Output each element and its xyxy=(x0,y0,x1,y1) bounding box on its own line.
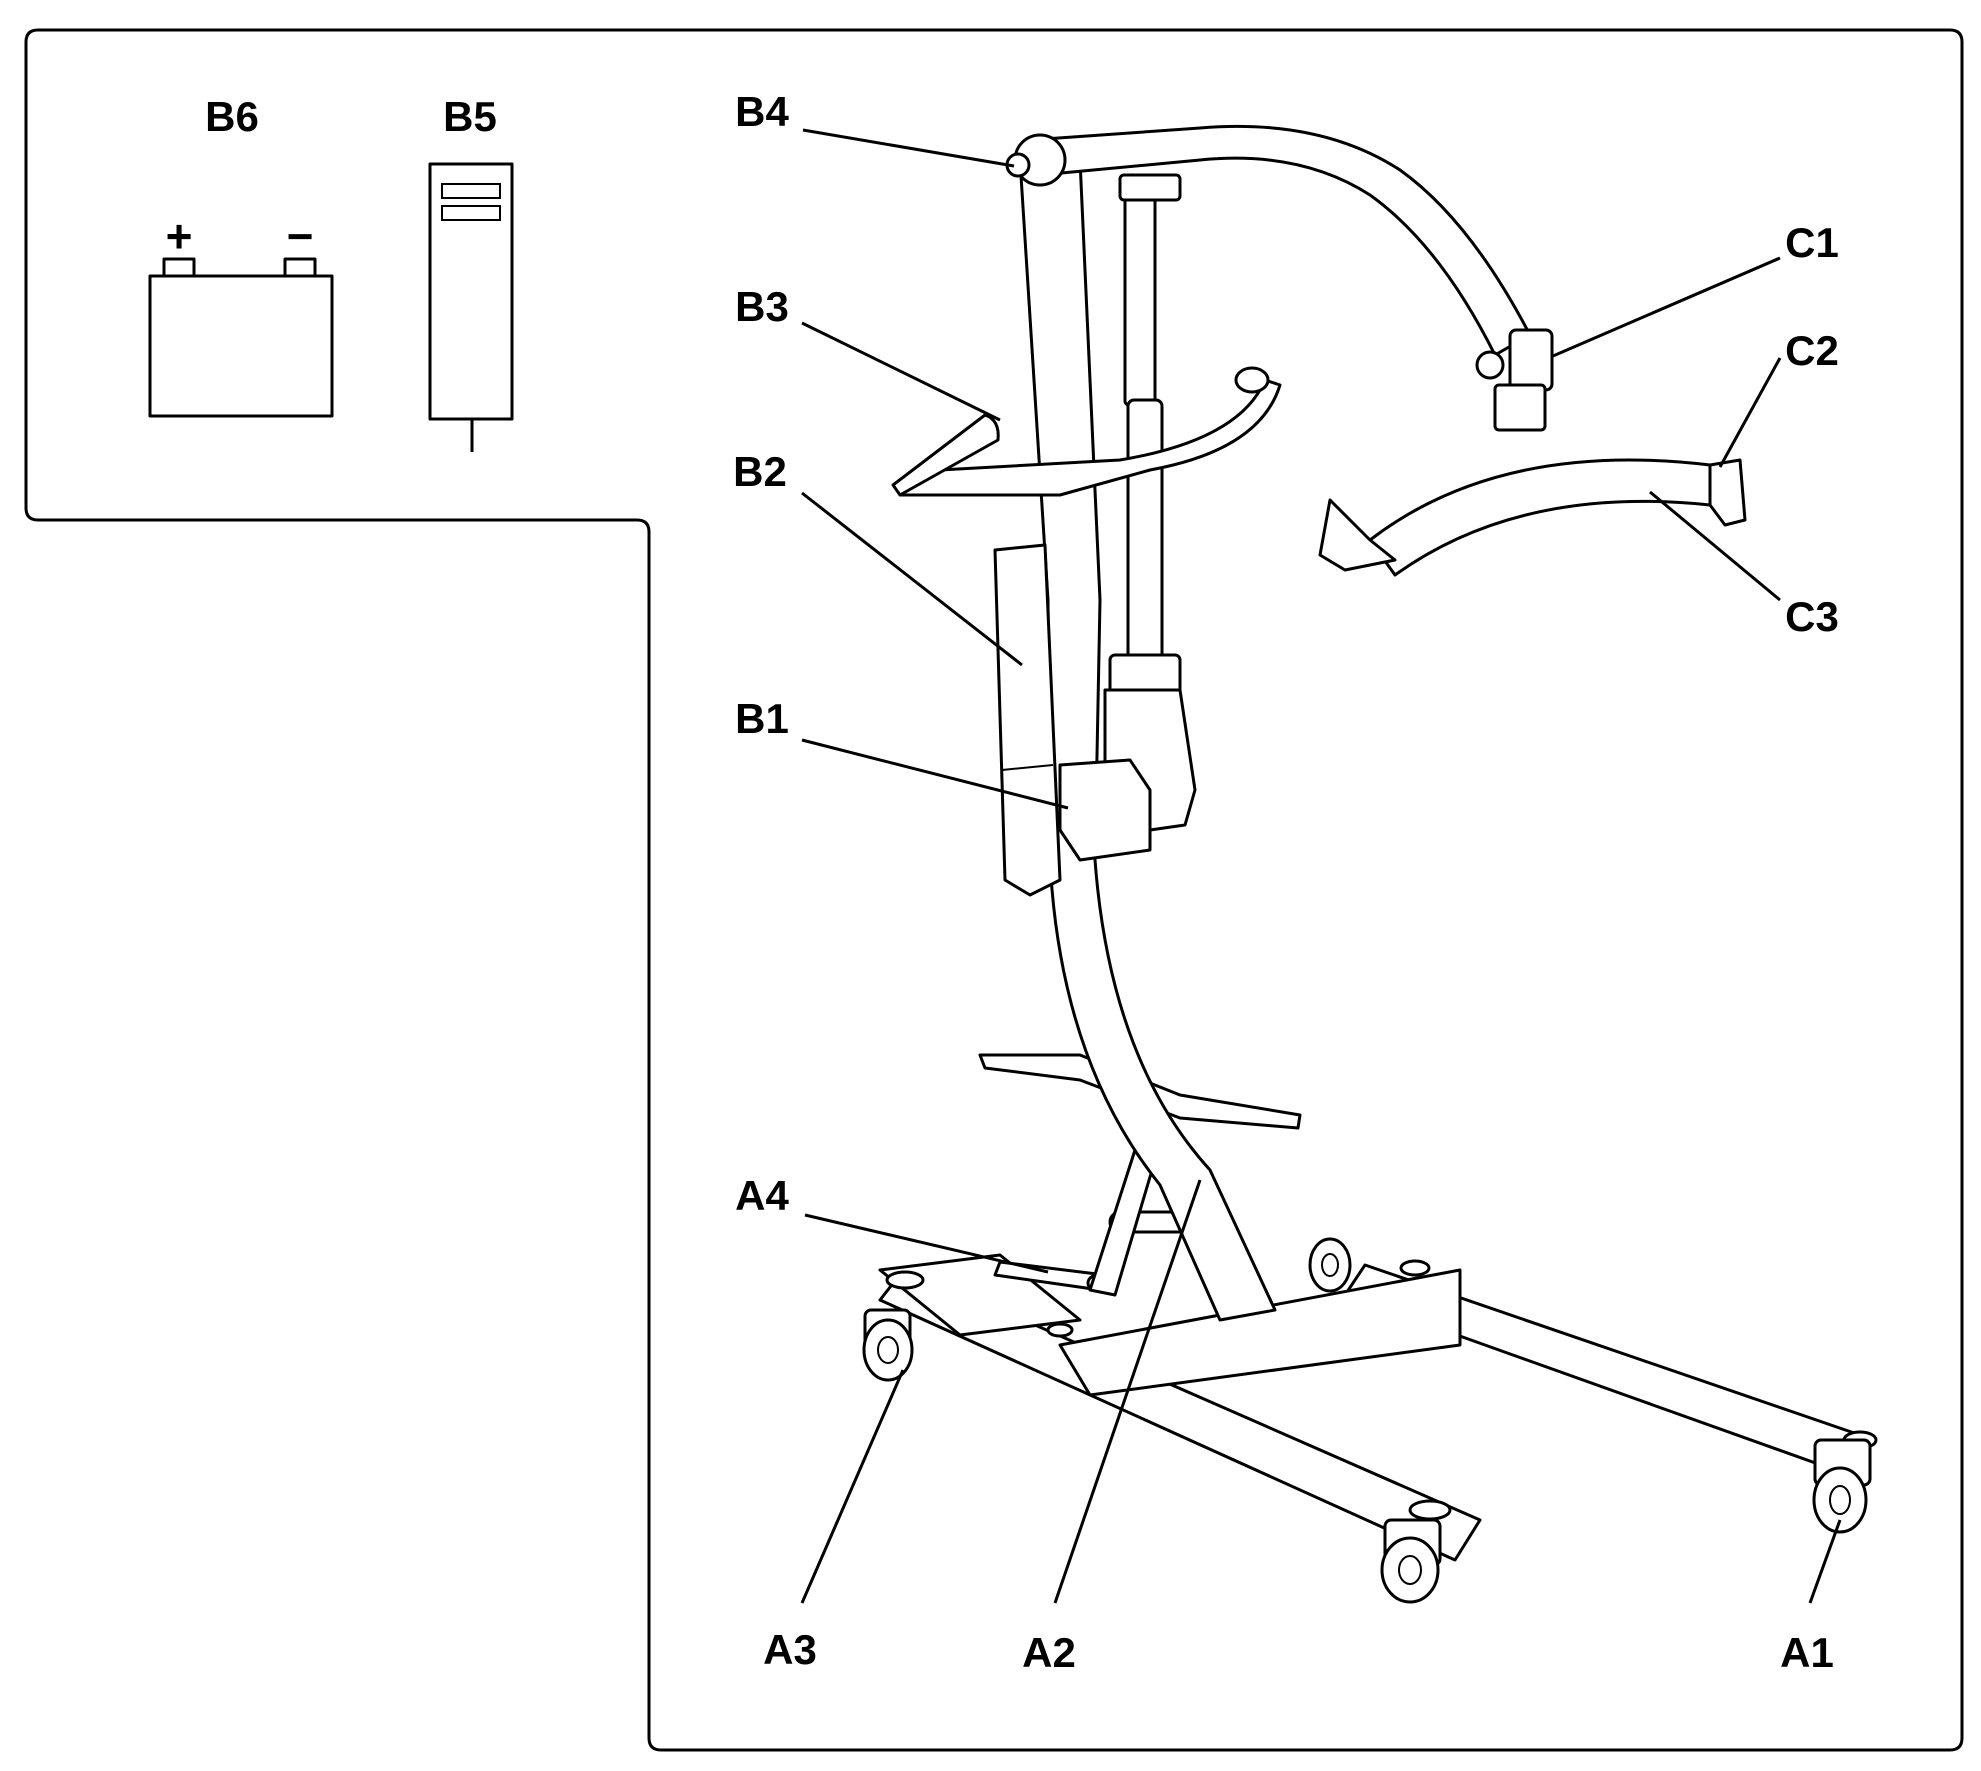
spreader-bar xyxy=(1318,328,1747,577)
label-b4: B4 xyxy=(735,88,789,135)
front-left-castor xyxy=(862,1308,914,1382)
rear-right-castor xyxy=(1812,1438,1872,1534)
leader-a1 xyxy=(1808,1519,1842,1604)
patient-lift xyxy=(862,124,1878,1604)
leader-a4 xyxy=(804,1213,1049,1274)
battery-plus-icon: + xyxy=(166,210,193,262)
lift-actuator xyxy=(1108,193,1182,697)
label-b5: B5 xyxy=(443,93,497,140)
mast-battery-box xyxy=(993,543,1062,897)
push-handle xyxy=(891,366,1282,497)
diagram-frame xyxy=(24,28,1964,1752)
leader-a3 xyxy=(800,1369,905,1604)
label-b6: B6 xyxy=(205,93,259,140)
leader-b4 xyxy=(802,128,1015,168)
battery-minus-icon: − xyxy=(287,210,314,262)
label-b3: B3 xyxy=(735,283,789,330)
lift-boom xyxy=(1005,124,1532,357)
label-a3: A3 xyxy=(763,1626,817,1673)
lift-base xyxy=(878,1253,1878,1562)
label-c2: C2 xyxy=(1785,327,1839,374)
hand-control-icon xyxy=(428,162,514,452)
rear-castor xyxy=(1308,1237,1352,1293)
leader-b1 xyxy=(801,738,1069,810)
label-b1: B1 xyxy=(735,695,789,742)
label-c3: C3 xyxy=(1785,593,1839,640)
front-right-castor xyxy=(1380,1518,1442,1604)
label-a4: A4 xyxy=(735,1172,789,1219)
leader-a2 xyxy=(1053,1179,1202,1604)
lift-mast xyxy=(1018,158,1277,1322)
label-b2: B2 xyxy=(733,448,787,495)
leader-c2 xyxy=(1718,357,1782,468)
label-a1: A1 xyxy=(1780,1629,1834,1676)
leader-b2 xyxy=(801,491,1023,667)
leader-b3 xyxy=(801,321,1001,422)
label-c1: C1 xyxy=(1785,219,1839,266)
control-box xyxy=(1058,688,1197,862)
label-a2: A2 xyxy=(1022,1629,1076,1676)
battery-icon: + − xyxy=(148,210,334,418)
leader-c3 xyxy=(1649,490,1781,602)
leader-c1 xyxy=(1552,256,1781,358)
